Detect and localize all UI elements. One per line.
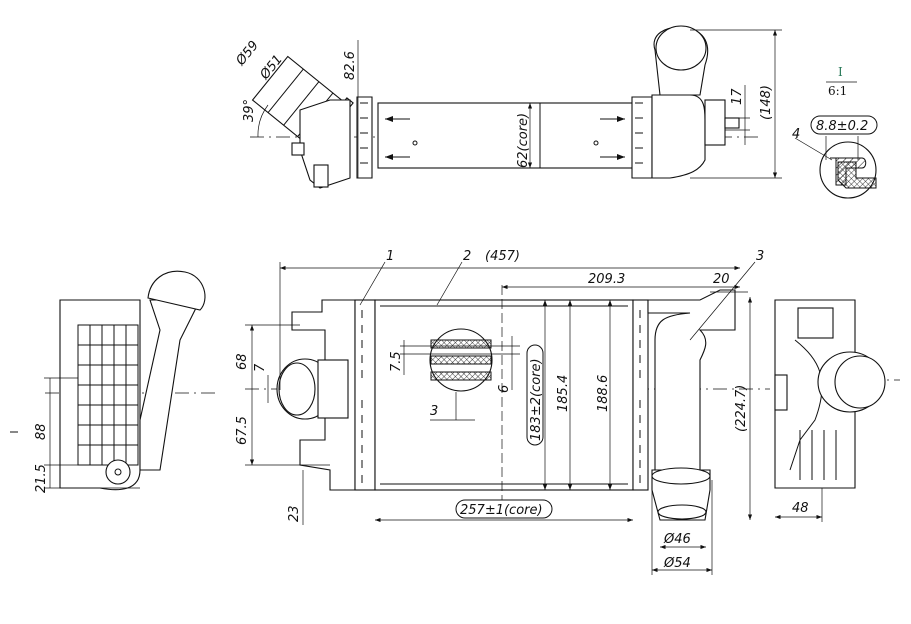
dim-68-label: 68 [235,353,250,370]
left-side-view: 88 21.5 [10,270,220,493]
callout-4: 4 [792,127,800,142]
dia-59-label: Ø59 [233,38,262,69]
dim-21-5-label: 21.5 [34,464,49,493]
tube-6-label: 6 [497,385,512,393]
core-length-label: 257±1(core) [460,503,543,518]
fin-3-label: 3 [430,404,438,419]
dim-82-6-label: 82.6 [343,51,358,80]
dim-7-label: 7 [253,363,268,372]
dim-185-4-label: 185.4 [556,375,571,412]
callout-1: 1 [386,249,394,264]
dim-148-label: (148) [759,85,774,120]
callout-3: 3 [756,249,764,264]
dim-88-label: 88 [34,423,49,440]
dim-209-3-label: 209.3 [588,272,625,287]
detail-label: I [838,65,843,79]
core-62-label: 62(core) [516,113,531,168]
dia-46-label: Ø46 [663,532,691,547]
right-side-view: 48 [774,299,900,522]
dim-23-label: 23 [287,505,302,522]
dim-48-label: 48 [792,501,809,516]
callout-2: 2 [463,249,471,264]
overall-height-label: (224.7) [734,385,749,432]
detail-view-I: I 6:1 8.8±0.2 4 [792,65,878,199]
overall-length-label: (457) [485,249,520,264]
dim-20-label: 20 [713,272,730,287]
fin-pitch-label: 7.5 [389,351,404,372]
front-view: 1 2 3 (457) 209.3 20 68 7 67.5 23 7.5 6 … [235,249,770,575]
angle-39-label: 39° [242,99,257,122]
core-height-label: 183±2(core) [529,358,544,441]
dim-67-5-label: 67.5 [235,416,250,445]
dim-188-6-label: 188.6 [596,375,611,412]
detail-scale: 6:1 [828,84,847,98]
top-view: Ø59 Ø51 39° 82.6 62(core) 17 (148) [233,25,782,189]
seal-thickness-label: 8.8±0.2 [816,119,868,134]
dia-54-label: Ø54 [663,556,691,571]
dim-17-label: 17 [730,88,745,105]
